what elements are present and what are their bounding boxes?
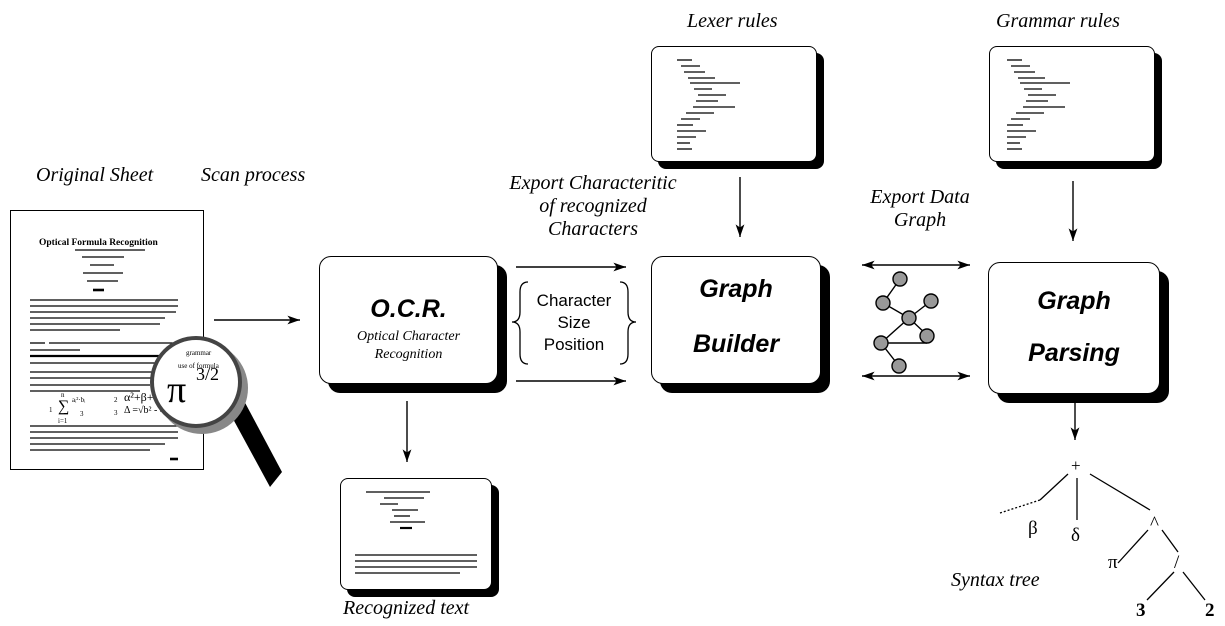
formula-2-number: 2	[114, 396, 118, 404]
magnifier-handle	[220, 382, 282, 487]
recognized-text-lines	[355, 491, 477, 574]
syntax-tree-edges	[999, 473, 1206, 601]
formula-1-sum: ∑	[58, 398, 70, 415]
export-data-line-2: Graph	[893, 209, 947, 231]
graph-builder-line-2: Builder	[692, 330, 780, 358]
tree-node-three: 3	[1136, 600, 1146, 621]
magnified-exponent: 3/2	[196, 364, 220, 384]
formula-1-lower: i=1	[58, 417, 68, 425]
right-curly-brace	[619, 281, 637, 365]
tree-node-delta: δ	[1071, 525, 1080, 546]
formula-1-denominator: 3	[80, 410, 84, 418]
sheet-text-lines	[30, 249, 178, 461]
tree-node-two: 2	[1205, 600, 1215, 621]
characteristics-list: Character Size Position	[524, 290, 624, 355]
characteristic-character: Character	[536, 291, 612, 310]
original-sheet-label: Original Sheet	[36, 164, 154, 186]
formula-1-upper: n	[61, 391, 65, 399]
characteristic-size: Size	[557, 312, 591, 332]
tree-node-caret: ^	[1150, 513, 1159, 534]
ocr-subtitle-line-2: Recognition	[374, 346, 443, 362]
graph-builder-line-1: Graph	[699, 275, 773, 303]
syntax-tree-label: Syntax tree	[951, 569, 1040, 591]
recognized-text-label: Recognized text	[343, 597, 470, 619]
recognized-text-box	[340, 478, 492, 590]
characteristic-position: Position	[543, 334, 605, 354]
ocr-subtitle-line-1: Optical Character	[356, 329, 461, 344]
formula-3-number: 3	[114, 409, 118, 417]
ocr-title: O.C.R.	[370, 295, 447, 323]
lexer-rules-label: Lexer rules	[687, 10, 778, 32]
scan-process-label: Scan process	[201, 164, 306, 186]
tree-node-pi: π	[1108, 552, 1118, 573]
graph-parsing-line-1: Graph	[1037, 287, 1111, 315]
graph-builder-box: Graph Builder	[651, 256, 821, 384]
magnifier-text-1: grammar	[186, 349, 212, 357]
export-data-graph-label: Export Data Graph	[840, 186, 1000, 232]
export-characteristic-line-3: Characters	[548, 218, 638, 240]
export-characteristic-line-1: Export Characteritic	[509, 172, 677, 194]
magnifier-text-2: use of formula	[178, 362, 219, 370]
export-characteristic-label: Export Characteritic of recognized Chara…	[478, 172, 708, 241]
ocr-box: O.C.R. Optical Character Recognition	[319, 256, 498, 384]
sheet-title: Optical Formula Recognition	[39, 238, 158, 248]
magnifier-lens: grammar use of formula π 3/2	[150, 336, 242, 428]
graph-parsing-box: Graph Parsing	[988, 262, 1160, 394]
grammar-rules-label: Grammar rules	[996, 10, 1120, 32]
graph-parsing-line-2: Parsing	[1028, 339, 1120, 367]
left-curly-brace	[511, 281, 529, 365]
export-characteristic-line-2: of recognized	[539, 195, 647, 217]
tree-node-plus: +	[1071, 456, 1081, 475]
tree-node-beta: β	[1028, 518, 1038, 539]
formula-3: Δ =√b² - 4ac	[124, 405, 174, 416]
grammar-rules-lines	[1007, 59, 1070, 150]
magnified-pi-symbol: π	[167, 369, 187, 411]
export-data-line-1: Export Data	[870, 186, 970, 208]
data-graph-icon	[873, 271, 939, 374]
formula-1-numerator: aᵢ²·bᵢ	[72, 396, 86, 404]
lexer-rules-lines	[677, 59, 740, 150]
formula-1-number: 1	[49, 406, 53, 414]
formula-2: α²+β+δ	[124, 390, 160, 404]
ocr-subtitle: Optical Character Recognition	[320, 328, 497, 363]
tree-node-slash: /	[1174, 552, 1180, 573]
